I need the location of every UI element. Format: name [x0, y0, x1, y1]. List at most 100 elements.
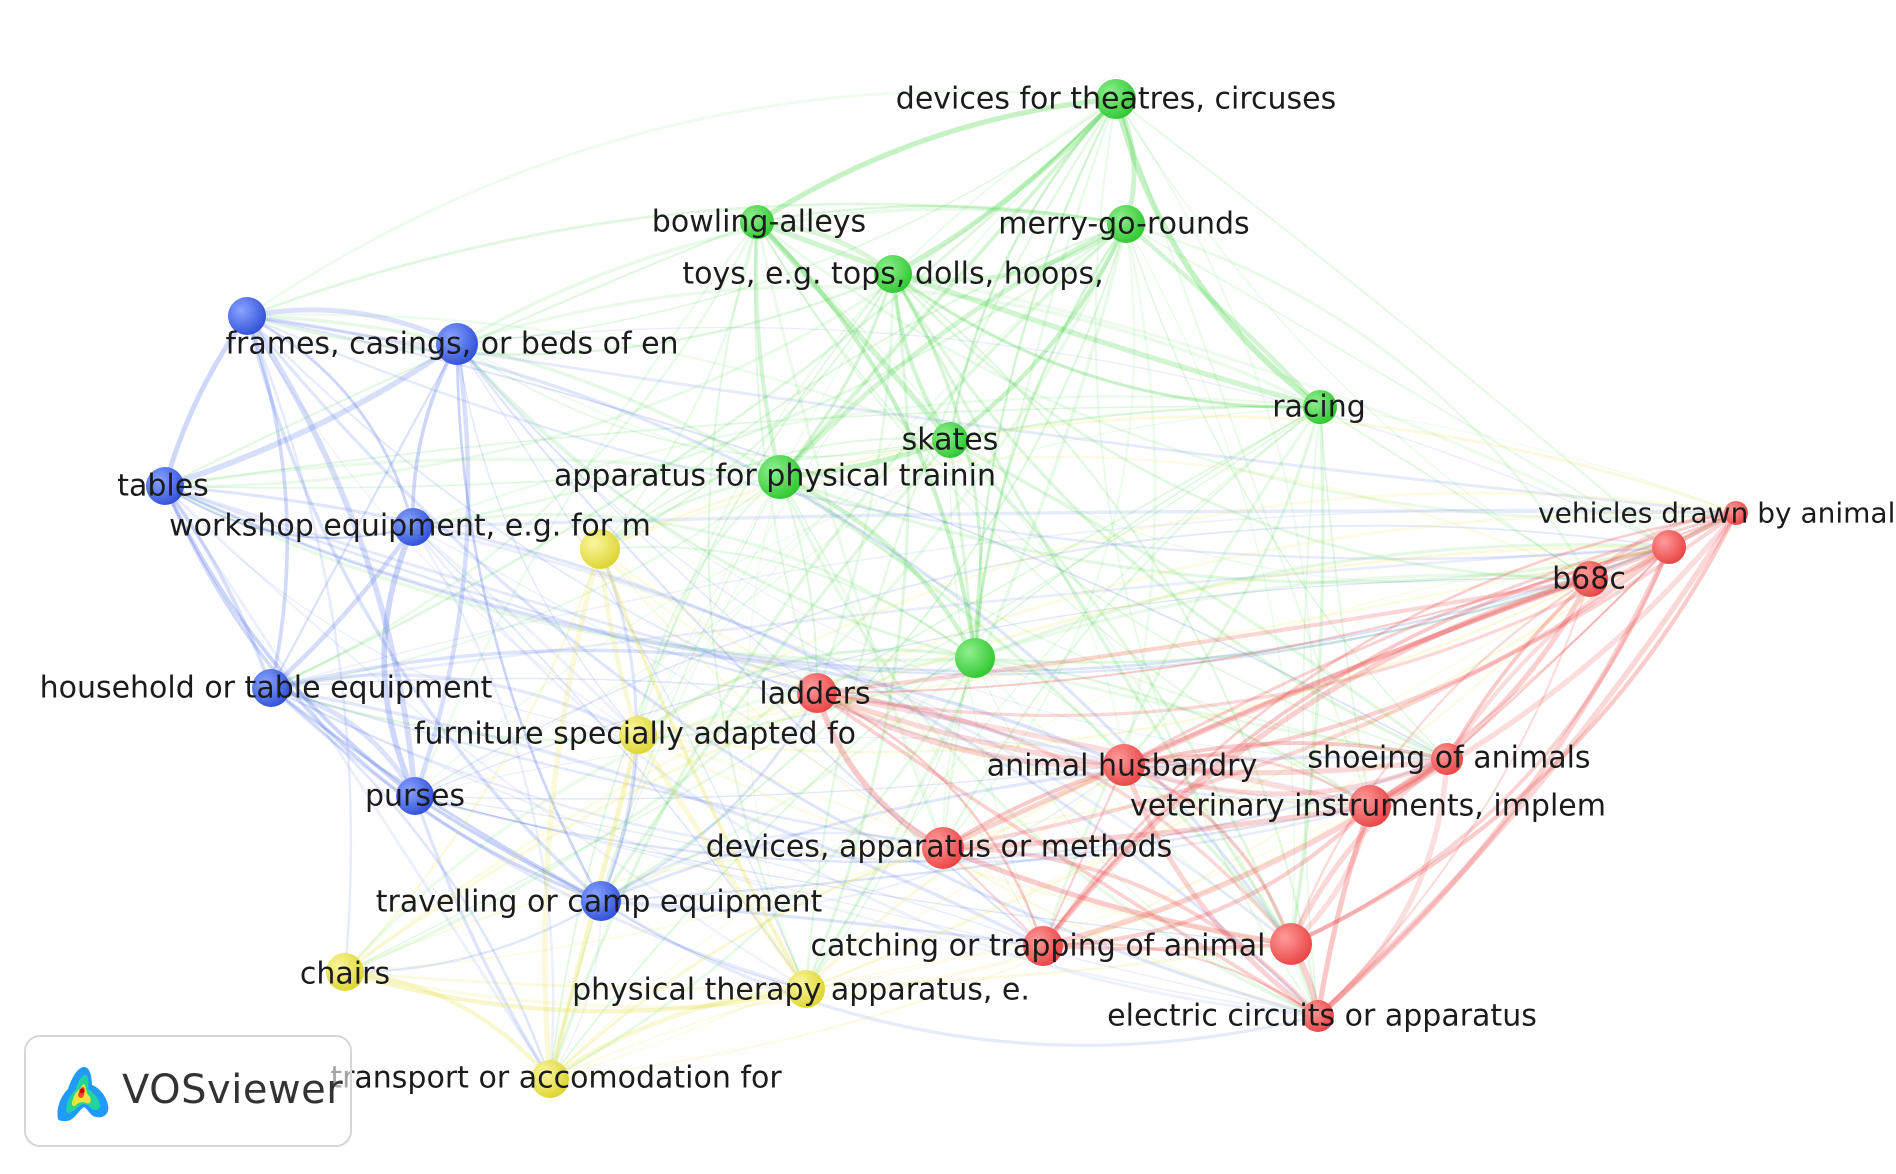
node-devices-apparatus-methods[interactable]	[922, 827, 964, 869]
network-edge	[949, 439, 1670, 583]
node-frames-casings[interactable]	[436, 323, 478, 365]
network-edge	[343, 656, 977, 974]
network-edge	[1041, 763, 1126, 948]
network-edge	[270, 677, 818, 694]
node-label-veterinary-instruments: veterinary instruments, implem	[1130, 789, 1606, 824]
network-edge	[940, 803, 1373, 851]
network-edge	[754, 219, 978, 661]
node-label-b68c: b68c	[1552, 562, 1626, 597]
node-transport-accomodation[interactable]	[531, 1060, 569, 1098]
network-edge	[162, 341, 460, 489]
network-edge	[804, 545, 1671, 991]
node-travelling-camp-equipment[interactable]	[581, 881, 621, 921]
network-edge	[411, 525, 640, 737]
node-electric-circuits[interactable]	[1302, 1000, 1334, 1032]
network-edge	[411, 395, 1322, 529]
network-edge	[779, 476, 818, 694]
network-edge	[891, 272, 1293, 946]
node-catching-trapping[interactable]	[1023, 926, 1063, 966]
network-edge	[164, 485, 639, 736]
node-skates[interactable]	[932, 422, 968, 458]
network-edge	[600, 764, 1125, 912]
network-edge	[940, 544, 1672, 851]
network-edge	[947, 221, 1129, 443]
node-red-unlabeled-2[interactable]	[1652, 530, 1686, 564]
network-edge	[598, 455, 1592, 581]
network-edge	[754, 219, 953, 443]
node-veterinary-instruments[interactable]	[1349, 785, 1391, 827]
network-edge	[245, 314, 782, 479]
network-edge	[163, 484, 552, 1081]
node-chairs[interactable]	[326, 953, 364, 991]
node-apparatus-physical-training[interactable]	[758, 455, 802, 499]
network-edge	[270, 508, 1737, 689]
node-tables[interactable]	[146, 467, 184, 505]
network-edge	[754, 219, 1323, 410]
node-racing[interactable]	[1303, 390, 1337, 424]
node-animal-husbandry[interactable]	[1103, 744, 1145, 786]
network-edge	[1367, 510, 1739, 809]
network-edge	[891, 272, 1449, 761]
network-edge	[548, 656, 977, 1081]
network-edge	[163, 484, 1592, 676]
node-household-table-equipment[interactable]	[252, 669, 290, 707]
network-edge	[1041, 511, 1738, 948]
node-physical-therapy[interactable]	[787, 970, 825, 1008]
network-edge	[1115, 98, 1591, 580]
network-edge	[599, 733, 640, 903]
network-edge	[269, 342, 459, 690]
network-edge	[1288, 756, 1450, 947]
network-edge	[163, 484, 977, 662]
network-edge	[1315, 544, 1672, 1019]
node-ladders[interactable]	[797, 673, 837, 713]
network-edge	[246, 315, 1371, 807]
network-edge	[343, 899, 603, 974]
network-edge	[269, 648, 1126, 767]
network-edge	[599, 691, 819, 903]
node-workshop-equipment[interactable]	[394, 508, 432, 546]
network-edge	[747, 476, 807, 990]
network-edge	[244, 307, 460, 347]
node-red-unlabeled[interactable]	[1270, 923, 1312, 965]
network-edge	[456, 343, 807, 990]
network-edge	[1445, 577, 1592, 761]
node-green-unlabeled[interactable]	[955, 638, 995, 678]
network-edge	[414, 795, 1292, 945]
network-edge	[270, 476, 781, 689]
node-yellow-unlabeled[interactable]	[580, 529, 620, 569]
node-label-shoeing-animals: shoeing of animals	[1307, 741, 1590, 776]
network-edge	[344, 847, 944, 973]
node-blue-unlabeled[interactable]	[228, 297, 266, 335]
node-shoeing-animals[interactable]	[1431, 743, 1463, 775]
network-edge	[636, 648, 977, 737]
network-edge	[779, 476, 1448, 760]
network-edge	[1121, 756, 1450, 797]
network-edge	[805, 406, 1321, 990]
node-b68c[interactable]	[1572, 561, 1608, 597]
network-edge	[1040, 576, 1593, 949]
node-label-devices-apparatus-methods: devices, apparatus or methods	[706, 830, 1172, 865]
node-bowling-alleys[interactable]	[740, 205, 774, 239]
node-label-skates: skates	[902, 423, 999, 458]
network-edge	[891, 272, 983, 660]
vosviewer-badge[interactable]: VOSviewer	[24, 1035, 352, 1147]
network-edge	[343, 547, 602, 974]
node-label-chairs: chairs	[300, 957, 390, 992]
network-edge	[413, 220, 759, 798]
node-purses[interactable]	[396, 777, 434, 815]
network-edge	[1302, 406, 1321, 1017]
node-merry-go-rounds[interactable]	[1107, 205, 1145, 243]
network-edge	[381, 524, 418, 799]
network-edge	[163, 484, 415, 539]
network-edge	[599, 755, 1449, 903]
node-devices-for-theatres[interactable]	[1096, 79, 1136, 119]
node-toys[interactable]	[874, 255, 912, 293]
network-edge	[414, 795, 1319, 1017]
network-edge	[549, 900, 602, 1080]
node-vehicles-drawn[interactable]	[1724, 501, 1748, 525]
network-edge	[948, 438, 977, 660]
network-edge	[548, 846, 945, 1081]
network-edge	[599, 899, 1045, 948]
node-label-household-table-equipment: household or table equipment	[40, 671, 493, 706]
node-furniture-adapted[interactable]	[619, 716, 657, 754]
